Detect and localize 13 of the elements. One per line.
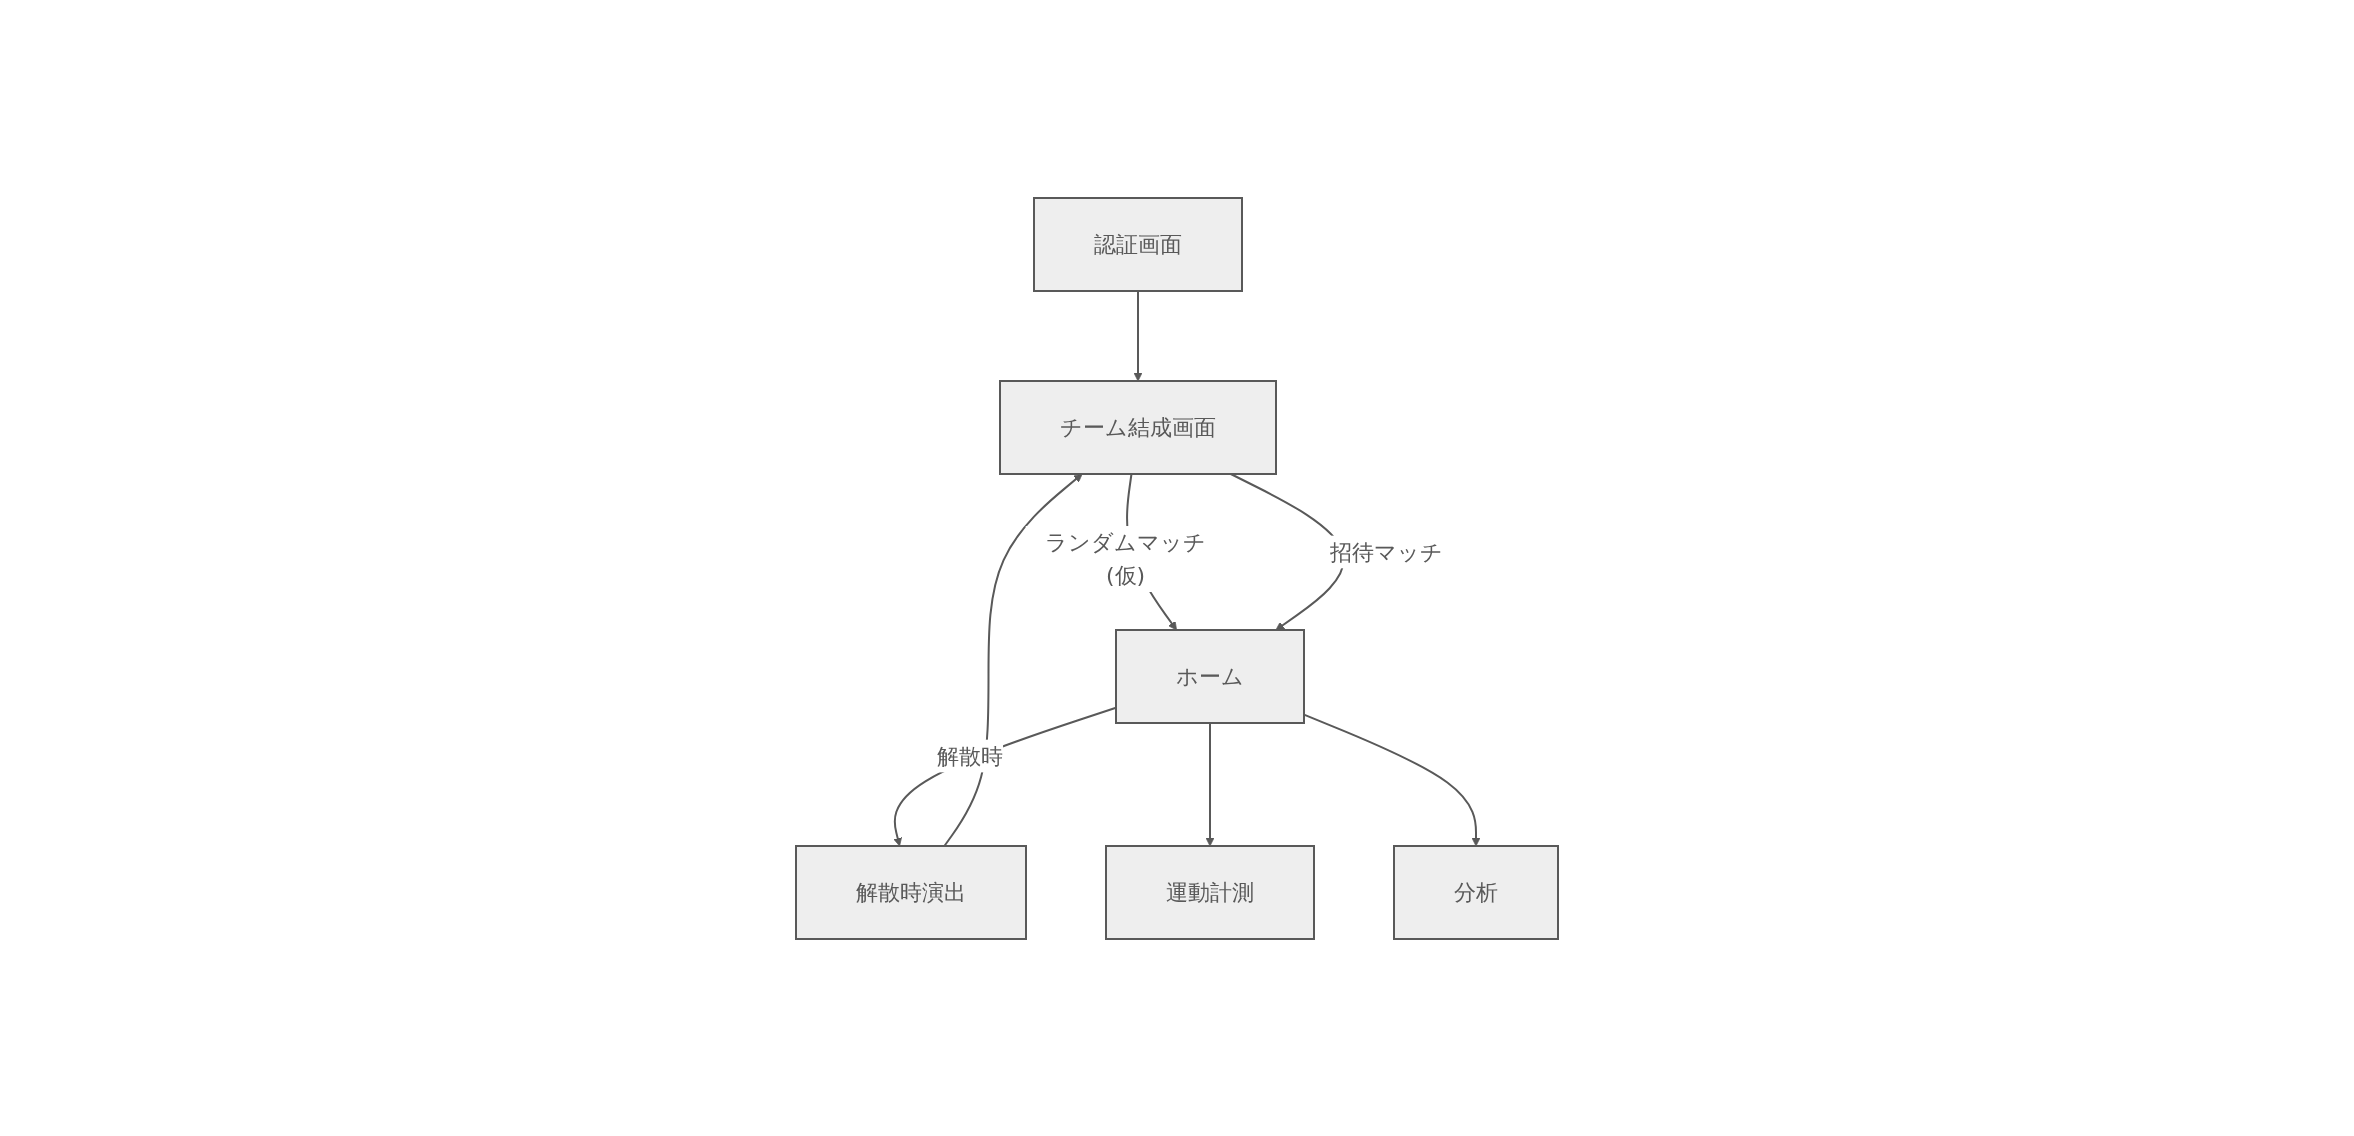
edge-label: 解散時 bbox=[937, 743, 1004, 769]
node-box: ホーム bbox=[1115, 628, 1305, 724]
node-box: 解散時演出 bbox=[795, 844, 1027, 940]
arrow bbox=[1205, 721, 1215, 846]
arrow bbox=[893, 706, 1117, 846]
edge-label: 招待マッチ bbox=[1330, 539, 1443, 564]
node-box: チーム結成画面 bbox=[999, 379, 1277, 475]
edge-label: ランダムマッチ(仮) bbox=[1045, 529, 1207, 588]
arrow bbox=[943, 473, 1083, 847]
node-box: 運動計測 bbox=[1105, 844, 1315, 940]
node-box: 認証画面 bbox=[1033, 196, 1243, 292]
node-box: 分析 bbox=[1393, 844, 1559, 940]
arrow bbox=[1133, 289, 1143, 381]
